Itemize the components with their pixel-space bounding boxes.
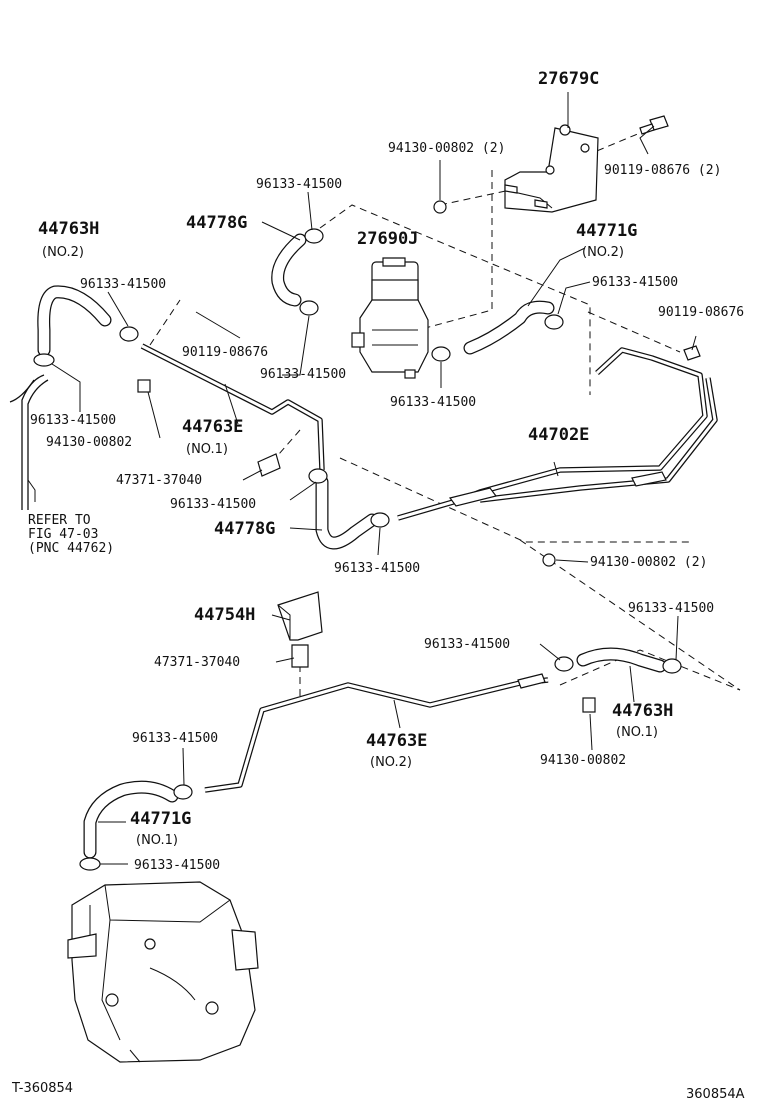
hose-clamps <box>33 228 682 871</box>
label-clamp-g: 96133-41500 <box>170 497 256 512</box>
label-clip-a: 47371-37040 <box>116 473 202 488</box>
hoses <box>37 233 667 859</box>
bracket-27679c <box>504 124 599 213</box>
label-94130-mid: 94130-00802 (2) <box>590 555 707 570</box>
clip-47371 <box>257 453 281 477</box>
label-44778g-top: 44778G <box>186 213 247 233</box>
part-labels: 27679C 90119-08676 (2) 94130-00802 (2) 9… <box>28 69 744 873</box>
label-clamp-a: 96133-41500 <box>256 177 342 192</box>
label-90119-top: 90119-08676 (2) <box>604 163 721 178</box>
label-refer-2: FIG 47-03 <box>28 527 98 542</box>
label-clamp-c: 96133-41500 <box>260 367 346 382</box>
footer-left-code: T-360854 <box>11 1081 73 1096</box>
label-44778g-mid: 44778G <box>214 519 275 539</box>
label-44763e-no2: 44763E <box>366 731 427 751</box>
bolt-top-right <box>639 115 669 135</box>
label-clip-b: 47371-37040 <box>154 655 240 670</box>
label-refer-1: REFER TO <box>28 513 91 528</box>
label-44771g-no2-sub: (NO.2) <box>582 245 624 260</box>
engine-sketch <box>67 881 259 1063</box>
assembly-dashed-lines <box>149 127 741 698</box>
label-94130-bottom: 94130-00802 <box>540 753 626 768</box>
label-clamp-h: 96133-41500 <box>334 561 420 576</box>
label-90119-right: 90119-08676 <box>658 305 744 320</box>
footer-right-code: 360854A <box>686 1087 745 1102</box>
label-44771g-no1: 44771G <box>130 809 191 829</box>
bolt-right <box>683 345 701 361</box>
label-44771g-no2: 44771G <box>576 221 637 241</box>
label-44771g-no1-sub: (NO.1) <box>136 833 178 848</box>
label-94130-left: 94130-00802 <box>46 435 132 450</box>
label-clamp-b: 96133-41500 <box>592 275 678 290</box>
label-refer-3: (PNC 44762) <box>28 541 114 556</box>
label-27690j: 27690J <box>357 229 418 249</box>
label-44763e-no1-sub: (NO.1) <box>186 442 228 457</box>
label-27679c: 27679C <box>538 69 599 89</box>
label-clamp-d: 96133-41500 <box>390 395 476 410</box>
label-clamp-f: 96133-41500 <box>30 413 116 428</box>
label-clamp-k: 96133-41500 <box>132 731 218 746</box>
label-90119-mid: 90119-08676 <box>182 345 268 360</box>
label-clamp-i: 96133-41500 <box>424 637 510 652</box>
label-94130-top: 94130-00802 (2) <box>388 141 505 156</box>
vsv-27690j <box>351 257 429 379</box>
label-44763e-no2-sub: (NO.2) <box>370 755 412 770</box>
label-44763h-no1: 44763H <box>612 701 673 721</box>
refer-pipe <box>9 374 49 510</box>
bracket-44754h <box>277 591 323 668</box>
label-44763h-no2: 44763H <box>38 219 99 239</box>
label-clamp-e: 96133-41500 <box>80 277 166 292</box>
label-44702e: 44702E <box>528 425 589 445</box>
label-clamp-l: 96133-41500 <box>134 858 220 873</box>
label-clamp-j: 96133-41500 <box>628 601 714 616</box>
label-44763e-no1: 44763E <box>182 417 243 437</box>
leader-lines <box>27 92 697 865</box>
label-44763h-no1-sub: (NO.1) <box>616 725 658 740</box>
metal-pipes <box>140 343 718 793</box>
label-44754h: 44754H <box>194 605 255 625</box>
label-44763h-no2-sub: (NO.2) <box>42 245 84 260</box>
nuts <box>137 200 596 713</box>
